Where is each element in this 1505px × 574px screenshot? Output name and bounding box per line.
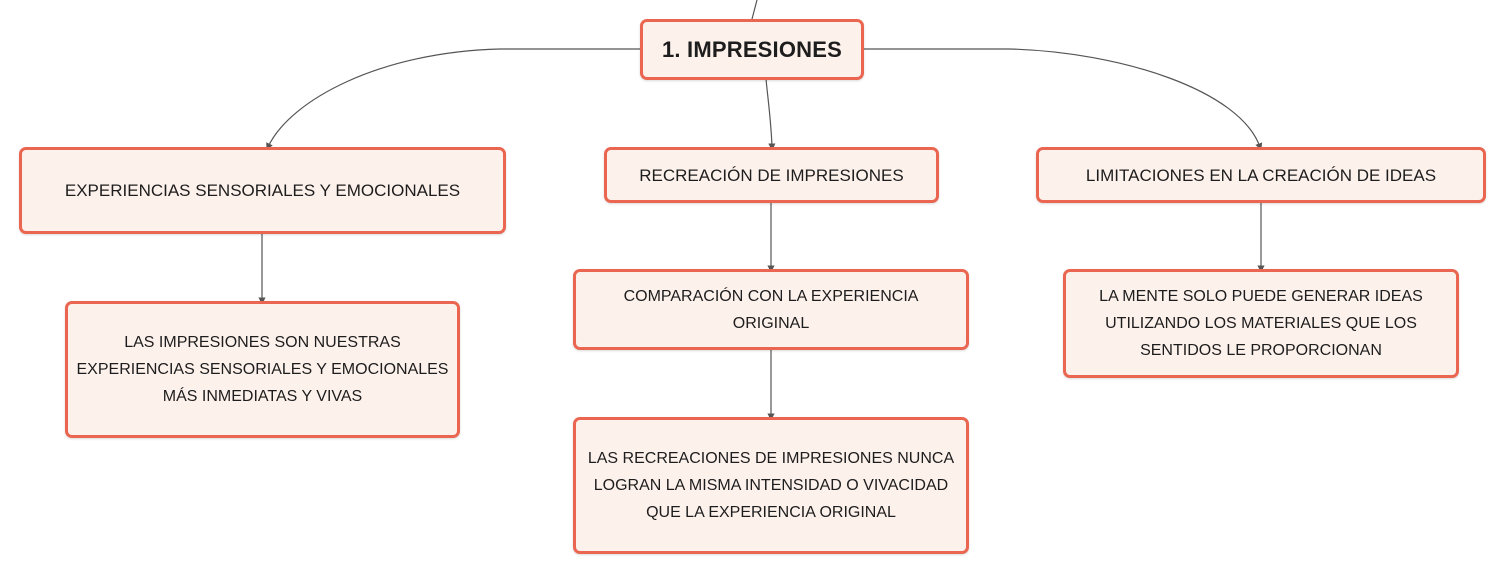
- branch-node-label: LIMITACIONES EN LA CREACIÓN DE IDEAS: [1085, 165, 1437, 185]
- connector-root-to-experiencias: [266, 48, 641, 151]
- connector-root-to-limitaciones: [863, 48, 1263, 151]
- branch-node-limitaciones[interactable]: LIMITACIONES EN LA CREACIÓN DE IDEAS: [1036, 147, 1486, 203]
- root-node-label: 1. IMPRESIONES: [661, 37, 843, 62]
- leaf-node-mente-materiales[interactable]: LA MENTE SOLO PUEDE GENERAR IDEAS UTILIZ…: [1063, 269, 1459, 378]
- connector-incoming: [751, 0, 758, 20]
- leaf-node-comparacion[interactable]: COMPARACIÓN CON LA EXPERIENCIA ORIGINAL: [573, 269, 969, 350]
- leaf-node-label: LAS RECREACIONES DE IMPRESIONES NUNCA LO…: [587, 450, 955, 521]
- connector-root-to-recreacion: [765, 78, 776, 151]
- branch-node-experiencias[interactable]: EXPERIENCIAS SENSORIALES Y EMOCIONALES: [19, 147, 506, 234]
- leaf-node-label: LA MENTE SOLO PUEDE GENERAR IDEAS UTILIZ…: [1099, 288, 1423, 359]
- leaf-node-recreaciones-intensidad[interactable]: LAS RECREACIONES DE IMPRESIONES NUNCA LO…: [573, 417, 969, 554]
- root-node[interactable]: 1. IMPRESIONES: [640, 19, 864, 80]
- branch-node-recreacion[interactable]: RECREACIÓN DE IMPRESIONES: [604, 147, 939, 203]
- leaf-node-label: COMPARACIÓN CON LA EXPERIENCIA ORIGINAL: [623, 287, 919, 332]
- leaf-node-label: LAS IMPRESIONES SON NUESTRAS EXPERIENCIA…: [76, 334, 449, 405]
- leaf-node-impresiones-definicion[interactable]: LAS IMPRESIONES SON NUESTRAS EXPERIENCIA…: [65, 301, 460, 438]
- branch-node-label: RECREACIÓN DE IMPRESIONES: [639, 165, 904, 185]
- branch-node-label: EXPERIENCIAS SENSORIALES Y EMOCIONALES: [64, 181, 461, 200]
